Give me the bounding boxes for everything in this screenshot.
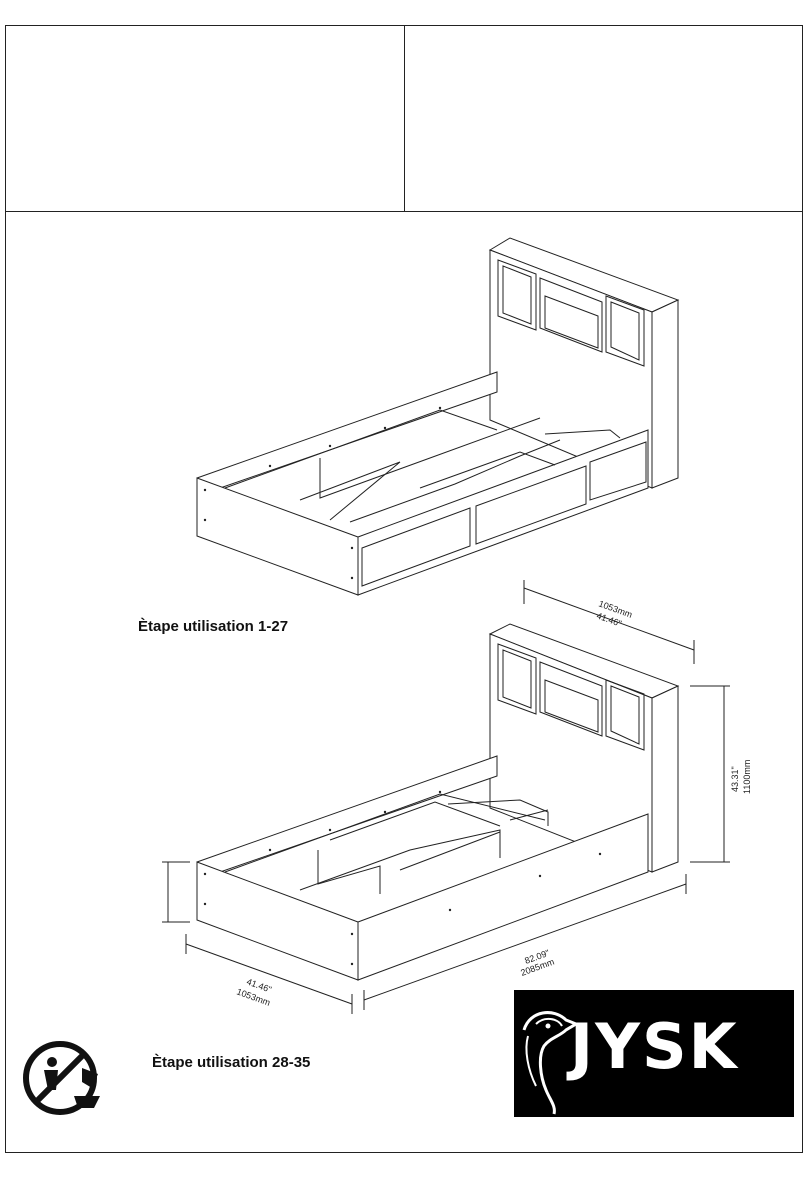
step-caption-2: Ètape utilisation 28-35 [152, 1054, 311, 1071]
jysk-logo [514, 990, 794, 1117]
step-caption-1: Ètape utilisation 1-27 [138, 618, 289, 635]
header-right-cell [405, 25, 803, 212]
dim-height-mm: 1100mm [742, 760, 752, 794]
recycling-icon [23, 1041, 100, 1115]
brand-name: JYSK [570, 1010, 739, 1083]
dim-height-in: 43.31" [730, 766, 740, 792]
header-left-cell [5, 25, 405, 212]
bird-logo-icon [522, 1011, 580, 1115]
